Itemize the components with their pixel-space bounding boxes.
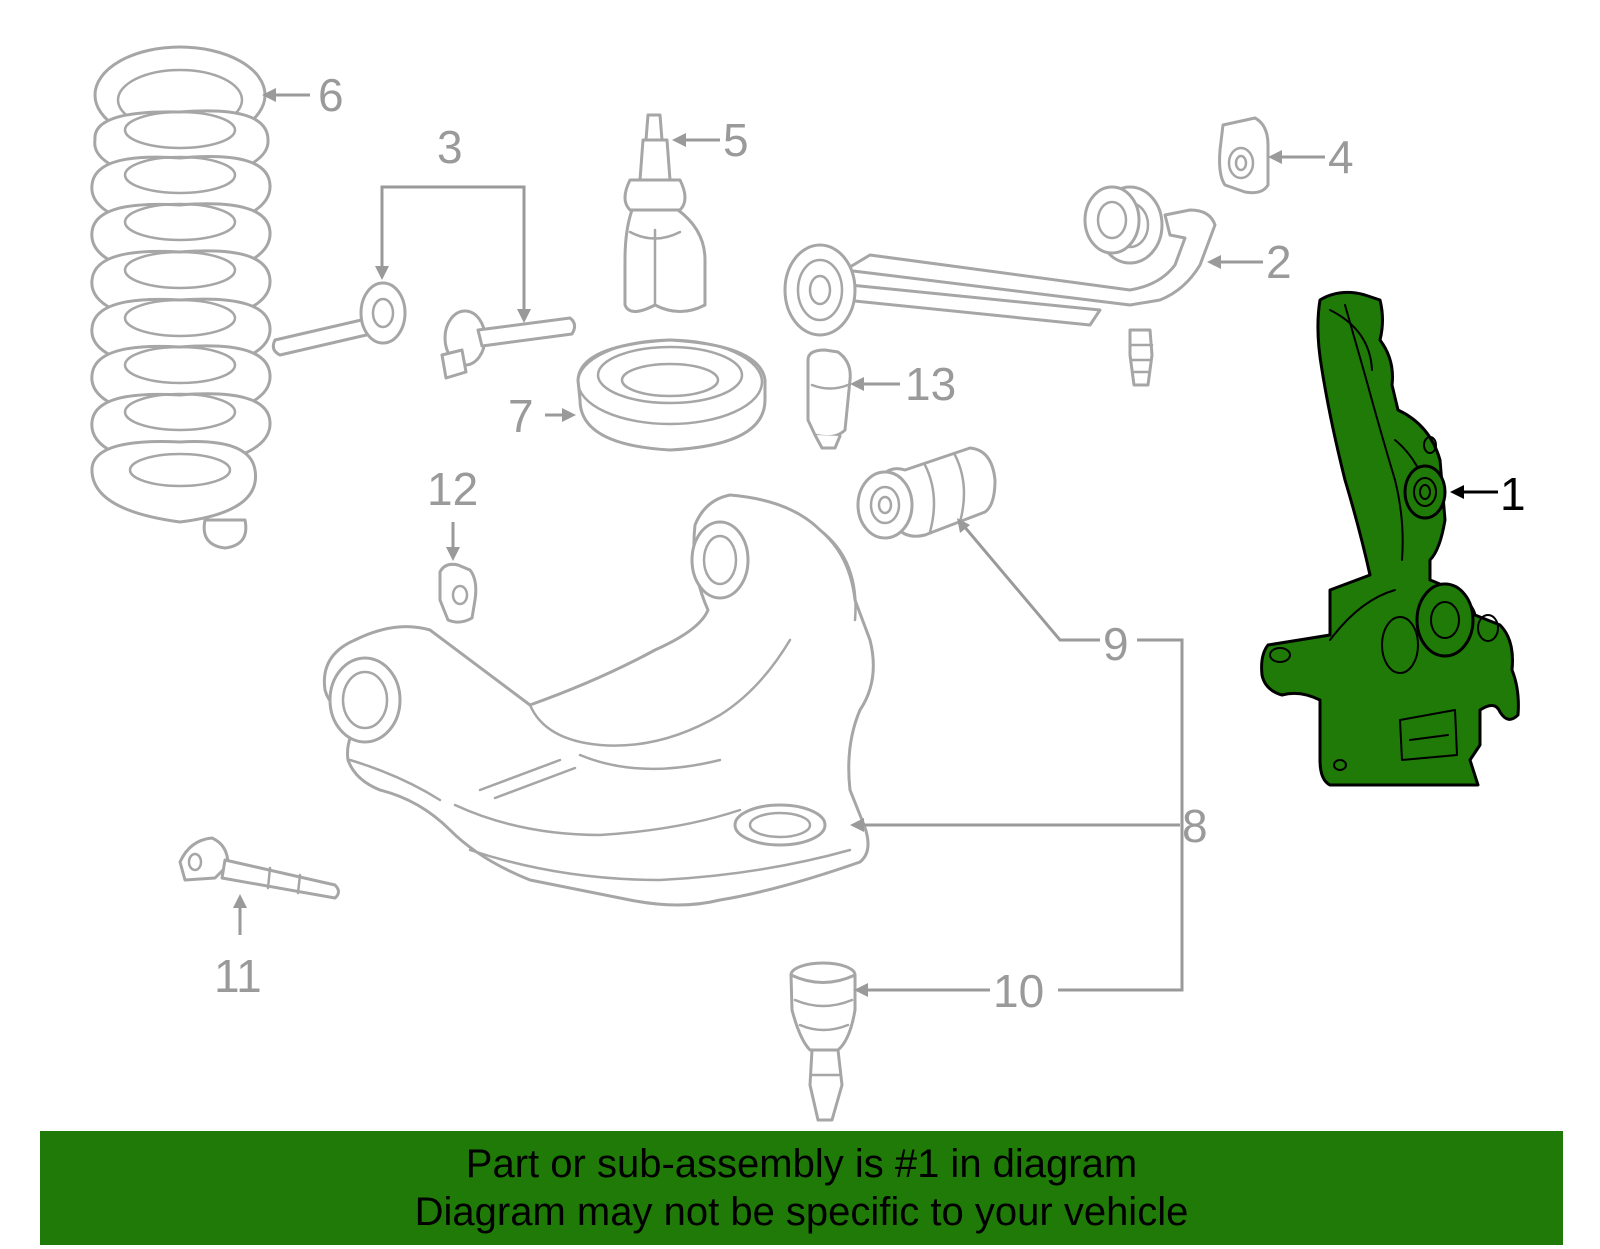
- part-9-lower-arm-bushing[interactable]: [856, 446, 997, 540]
- callout-12[interactable]: 12: [427, 463, 478, 515]
- part-3-cam-bolt-left[interactable]: [271, 281, 407, 357]
- banner-line-2: Diagram may not be specific to your vehi…: [414, 1190, 1189, 1234]
- callout-7[interactable]: 7: [508, 390, 534, 442]
- part-11-bolt[interactable]: [178, 836, 340, 900]
- arrowhead-3b: [517, 309, 531, 323]
- arrowhead-4: [1268, 150, 1282, 164]
- part-13-bump-stop[interactable]: [806, 348, 852, 450]
- arrowhead-5: [672, 133, 686, 147]
- callout-3[interactable]: 3: [437, 121, 463, 173]
- callout-4[interactable]: 4: [1328, 131, 1354, 183]
- part-2-upper-control-arm[interactable]: [783, 185, 1217, 387]
- arrowhead-6: [262, 88, 276, 102]
- part-3-cam-bolt-right[interactable]: [440, 309, 577, 380]
- part-6-coil-spring[interactable]: [90, 45, 272, 550]
- leader-3: [380, 185, 526, 315]
- arrowhead-11: [233, 894, 247, 908]
- part-7-spring-insulator[interactable]: [576, 338, 767, 452]
- callout-8[interactable]: 8: [1182, 800, 1208, 852]
- leader-9: [961, 524, 1100, 642]
- banner-line-1: Part or sub-assembly is #1 in diagram: [465, 1142, 1138, 1186]
- bracket-8-9-10: [1058, 638, 1184, 992]
- arrowhead-3a: [375, 266, 389, 280]
- part-8-lower-control-arm[interactable]: [322, 493, 875, 907]
- arrowhead-9: [957, 518, 970, 533]
- callout-5[interactable]: 5: [723, 114, 749, 166]
- callout-6[interactable]: 6: [318, 69, 344, 121]
- callout-2[interactable]: 2: [1266, 236, 1292, 288]
- callout-10[interactable]: 10: [993, 965, 1044, 1017]
- part-10-ball-joint-lower[interactable]: [789, 961, 857, 1122]
- arrowhead-8: [850, 818, 864, 832]
- callout-9[interactable]: 9: [1103, 618, 1129, 670]
- callout-11[interactable]: 11: [214, 950, 262, 1002]
- arrowhead-10: [854, 983, 868, 997]
- info-banner: Part or sub-assembly is #1 in diagram Di…: [40, 1131, 1563, 1245]
- arrowhead-13: [850, 377, 864, 391]
- arrowhead-1: [1450, 485, 1464, 499]
- arrowhead-7: [562, 408, 576, 422]
- part-4-cam-plate[interactable]: [1218, 116, 1270, 195]
- callout-13[interactable]: 13: [905, 358, 956, 410]
- callout-1[interactable]: 1: [1500, 468, 1526, 520]
- part-5-ball-joint-upper[interactable]: [623, 113, 707, 313]
- arrowhead-12: [446, 547, 460, 561]
- arrowhead-2: [1207, 255, 1221, 269]
- part-12-clip[interactable]: [438, 562, 478, 624]
- part-1-steering-knuckle[interactable]: [1260, 290, 1520, 787]
